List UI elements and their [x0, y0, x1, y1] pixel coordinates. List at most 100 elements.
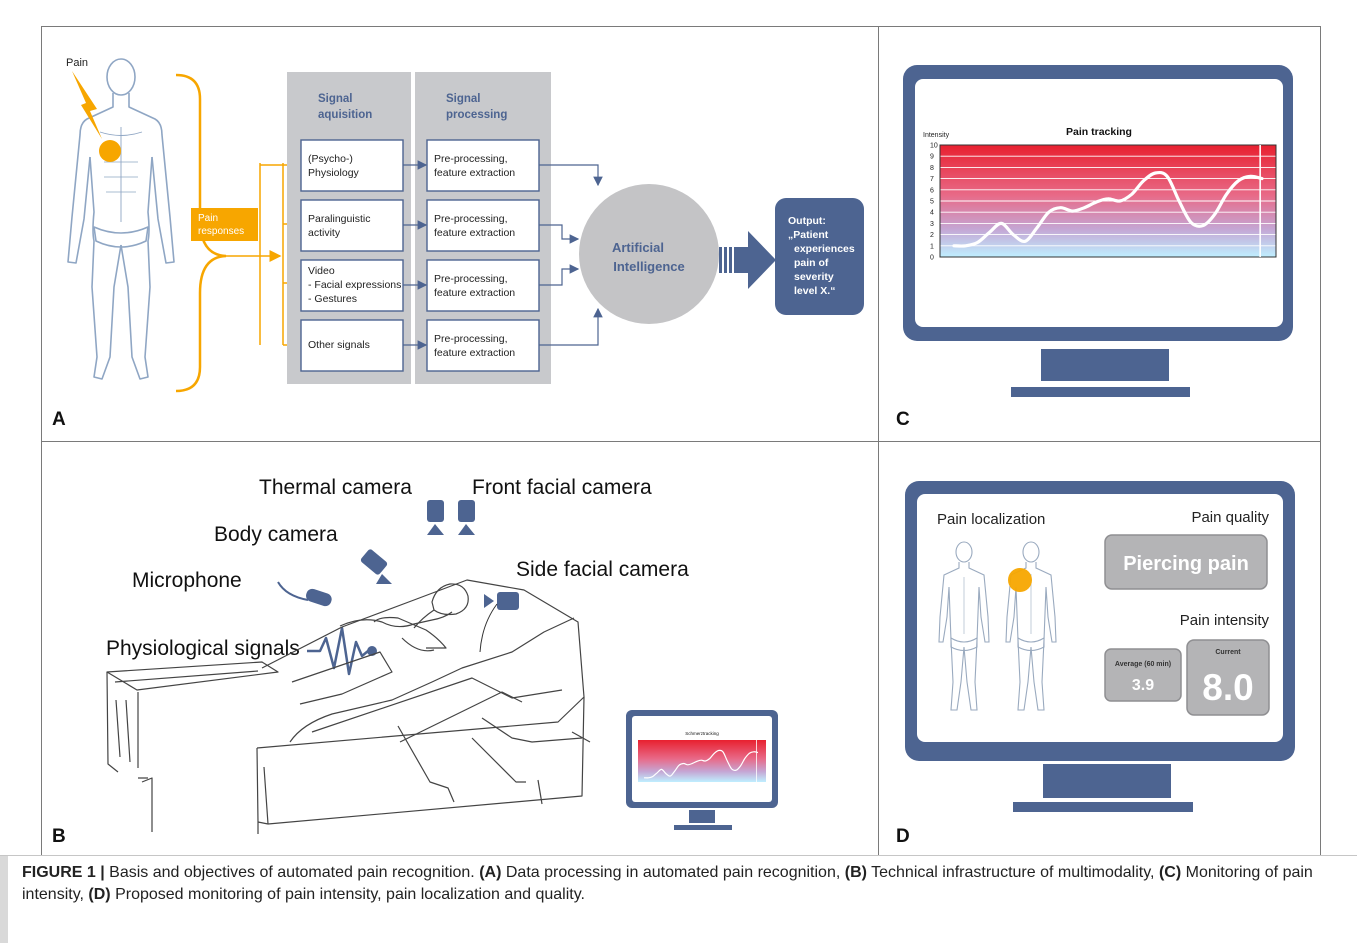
y-tick-label: 0 — [930, 255, 934, 262]
y-tick-label: 7 — [930, 176, 934, 183]
processing-label-4: Pre-processing,feature extraction — [434, 333, 515, 359]
y-tick-label: 3 — [930, 221, 934, 228]
input-box-physiology — [300, 139, 404, 192]
chart-plot-border — [939, 144, 1277, 258]
input-label-other: Other signals — [308, 339, 370, 351]
output-arrow-icon — [719, 231, 776, 289]
output-label: Output: „Patient experiences pain of sev… — [788, 215, 858, 297]
current-value: 8.0 — [1202, 667, 1253, 708]
panel-d: Pain localization Pain quality Piercing … — [905, 481, 1295, 812]
label-front-facial-camera: Front facial camera — [472, 476, 652, 499]
label-physiological-signals: Physiological signals — [106, 637, 300, 660]
caption-d-tag: (D) — [88, 886, 111, 903]
pain-location-marker — [1008, 568, 1032, 592]
processing-label-1: Pre-processing,feature extraction — [434, 153, 515, 179]
panel-letter-b: B — [52, 826, 66, 847]
body-figure-front — [938, 541, 990, 711]
pain-tracking-line — [952, 170, 1264, 248]
caption-b-text: Technical infrastructure of multimodalit… — [871, 864, 1155, 881]
hospital-bed-drawing — [106, 579, 591, 834]
average-box — [1104, 648, 1182, 702]
frame-top-line — [41, 26, 1320, 27]
input-to-processing-arrows — [403, 160, 428, 350]
monitor-base-c — [1011, 387, 1190, 397]
processing-boxes — [426, 139, 540, 372]
current-box — [1186, 639, 1270, 716]
caption-a-tag: (A) — [479, 864, 502, 881]
input-label-physiology: (Psycho-)Physiology — [308, 153, 360, 179]
label-microphone: Microphone — [132, 569, 242, 592]
monitor-neck-d — [1043, 764, 1171, 798]
lightning-icon — [72, 71, 102, 139]
thermal-camera-icon — [458, 500, 475, 535]
panel-b: Schmerztracking — [106, 500, 778, 834]
front-camera-icon — [427, 500, 444, 535]
human-figure — [67, 58, 175, 380]
mini-monitor-base — [674, 825, 732, 830]
mini-chart-title: Schmerztracking — [685, 731, 719, 736]
average-value: 3.9 — [1132, 677, 1154, 694]
figure-caption: FIGURE 1 | Basis and objectives of autom… — [22, 862, 1332, 906]
chart-gridlines — [940, 155, 1276, 247]
chart-ylabel: Intensity — [923, 132, 950, 139]
processing-to-ai-arrows — [539, 164, 603, 346]
caption-accent-bar — [0, 856, 8, 943]
mini-chart-area — [638, 740, 766, 782]
output-box — [775, 198, 864, 315]
caption-separator — [0, 855, 1357, 856]
current-label: Current — [1215, 649, 1241, 656]
caption-b-tag: (B) — [844, 864, 867, 881]
input-box-paralinguistic — [300, 199, 404, 252]
pain-intensity-title: Pain intensity — [1180, 612, 1270, 629]
y-tick-label: 5 — [930, 199, 934, 206]
pain-quality-box — [1104, 534, 1268, 590]
side-camera-icon — [479, 592, 519, 653]
caption-c-text: Monitoring of pain intensity, — [22, 864, 1313, 903]
input-box-other — [300, 319, 404, 372]
y-tick-label: 10 — [930, 143, 938, 150]
mini-chart-line — [643, 749, 759, 779]
frame-right-line — [1320, 26, 1321, 856]
y-tick-label: 8 — [930, 165, 934, 172]
y-tick-label: 6 — [930, 187, 934, 194]
pain-label: Pain — [66, 57, 88, 69]
caption-figure-label: FIGURE 1 | — [22, 864, 105, 881]
label-body-camera: Body camera — [214, 523, 338, 546]
monitor-neck-c — [1041, 349, 1169, 381]
physiological-signal-icon — [307, 626, 372, 676]
microphone-icon — [277, 581, 332, 607]
pain-responses-box — [191, 208, 258, 241]
processing-label-2: Pre-processing,feature extraction — [434, 213, 515, 239]
mini-monitor-neck — [689, 810, 715, 823]
label-side-facial-camera: Side facial camera — [516, 558, 689, 581]
panel-letter-a: A — [52, 409, 66, 430]
pain-quality-value: Piercing pain — [1123, 553, 1249, 575]
monitor-base-d — [1013, 802, 1193, 812]
pain-quality-title: Pain quality — [1191, 509, 1269, 526]
panel-letter-d: D — [896, 826, 910, 847]
caption-c-tag: (C) — [1158, 864, 1182, 881]
caption-d-text: Proposed monitoring of pain intensity, p… — [115, 886, 585, 903]
orange-tree — [259, 163, 284, 345]
processing-label-3: Pre-processing,feature extraction — [434, 273, 515, 299]
frame-middle-horizontal — [41, 441, 1320, 442]
panel-letter-c: C — [896, 409, 910, 430]
ai-circle — [579, 184, 719, 324]
average-label: Average (60 min) — [1115, 661, 1171, 668]
label-thermal-camera: Thermal camera — [259, 476, 412, 499]
caption-a-text: Data processing in automated pain recogn… — [505, 864, 841, 881]
chart-title: Pain tracking — [1066, 126, 1132, 138]
y-tick-label: 2 — [930, 232, 934, 239]
input-box-video — [300, 259, 404, 312]
y-tick-label: 1 — [930, 243, 934, 250]
body-camera-icon — [360, 549, 392, 584]
